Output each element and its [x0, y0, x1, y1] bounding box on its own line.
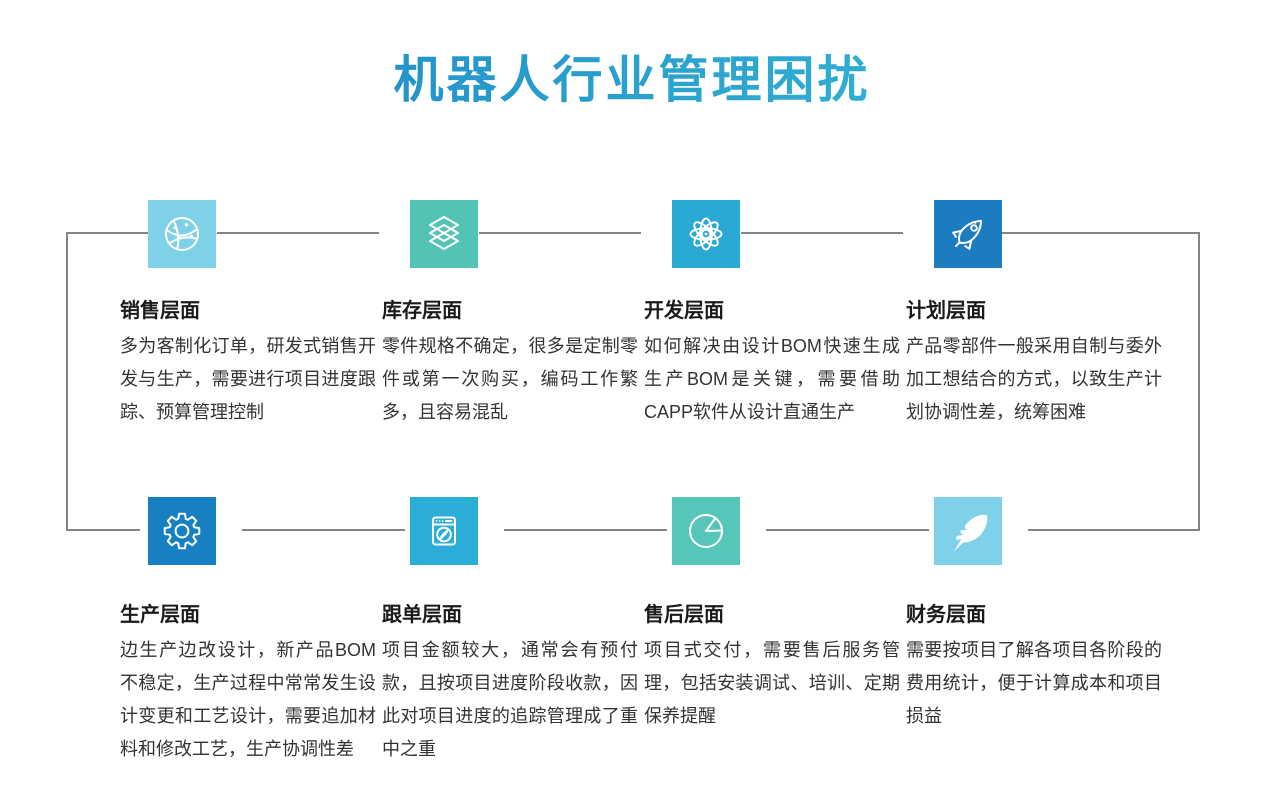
section-body: 项目式交付，需要售后服务管理，包括安装调试、培训、定期保养提醒 — [644, 640, 900, 726]
section-body: 如何解决由设计BOM快速生成生产BOM是关键，需要借助CAPP软件从设计直通生产 — [644, 336, 900, 422]
gear-icon — [148, 497, 216, 565]
connector-line-left-vertical — [66, 232, 68, 531]
connector-line — [242, 529, 405, 531]
section-development: 开发层面 如何解决由设计BOM快速生成生产BOM是关键，需要借助CAPP软件从设… — [644, 200, 900, 429]
connector-line — [741, 232, 903, 234]
connector-line — [217, 232, 379, 234]
section-title: 计划层面 — [906, 300, 986, 322]
connector-line — [1028, 529, 1200, 531]
section-title: 开发层面 — [644, 300, 724, 322]
section-title: 跟单层面 — [382, 604, 462, 626]
section-order-tracking: 跟单层面 项目金额较大，通常会有预付款，且按项目进度阶段收款，因此对项目进度的追… — [382, 497, 638, 766]
section-title: 库存层面 — [382, 300, 462, 322]
globe-network-icon — [148, 200, 216, 268]
feather-icon — [934, 497, 1002, 565]
section-body: 零件规格不确定，很多是定制零件或第一次购买，编码工作繁多，且容易混乱 — [382, 336, 638, 422]
section-title: 生产层面 — [120, 604, 200, 626]
connector-line — [66, 232, 148, 234]
connector-line — [766, 529, 929, 531]
connector-line-right-vertical — [1198, 232, 1200, 531]
section-production: 生产层面 边生产边改设计，新产品BOM不稳定，生产过程中常常发生设计变更和工艺设… — [120, 497, 376, 766]
pie-chart-icon — [672, 497, 740, 565]
layers-icon — [410, 200, 478, 268]
section-body: 需要按项目了解各项目各阶段的费用统计，便于计算成本和项目损益 — [906, 640, 1162, 726]
page-title: 机器人行业管理困扰 — [0, 40, 1264, 112]
rocket-icon — [934, 200, 1002, 268]
atom-icon — [672, 200, 740, 268]
section-title: 销售层面 — [120, 300, 200, 322]
connector-line — [1002, 232, 1200, 234]
section-finance: 财务层面 需要按项目了解各项目各阶段的费用统计，便于计算成本和项目损益 — [906, 497, 1162, 733]
section-body: 多为客制化订单，研发式销售开发与生产，需要进行项目进度跟踪、预算管理控制 — [120, 336, 376, 422]
section-title: 财务层面 — [906, 604, 986, 626]
section-body: 产品零部件一般采用自制与委外加工想结合的方式，以致生产计划协调性差，统筹困难 — [906, 336, 1162, 422]
section-planning: 计划层面 产品零部件一般采用自制与委外加工想结合的方式，以致生产计划协调性差，统… — [906, 200, 1162, 429]
browser-compass-icon — [410, 497, 478, 565]
section-title: 售后层面 — [644, 604, 724, 626]
section-after-sales: 售后层面 项目式交付，需要售后服务管理，包括安装调试、培训、定期保养提醒 — [644, 497, 900, 733]
connector-line — [504, 529, 667, 531]
section-body: 边生产边改设计，新产品BOM不稳定，生产过程中常常发生设计变更和工艺设计，需要追… — [120, 640, 376, 759]
section-sales: 销售层面 多为客制化订单，研发式销售开发与生产，需要进行项目进度跟踪、预算管理控… — [120, 200, 376, 429]
connector-line — [479, 232, 641, 234]
section-body: 项目金额较大，通常会有预付款，且按项目进度阶段收款，因此对项目进度的追踪管理成了… — [382, 640, 638, 759]
connector-line — [66, 529, 140, 531]
section-inventory: 库存层面 零件规格不确定，很多是定制零件或第一次购买，编码工作繁多，且容易混乱 — [382, 200, 638, 429]
